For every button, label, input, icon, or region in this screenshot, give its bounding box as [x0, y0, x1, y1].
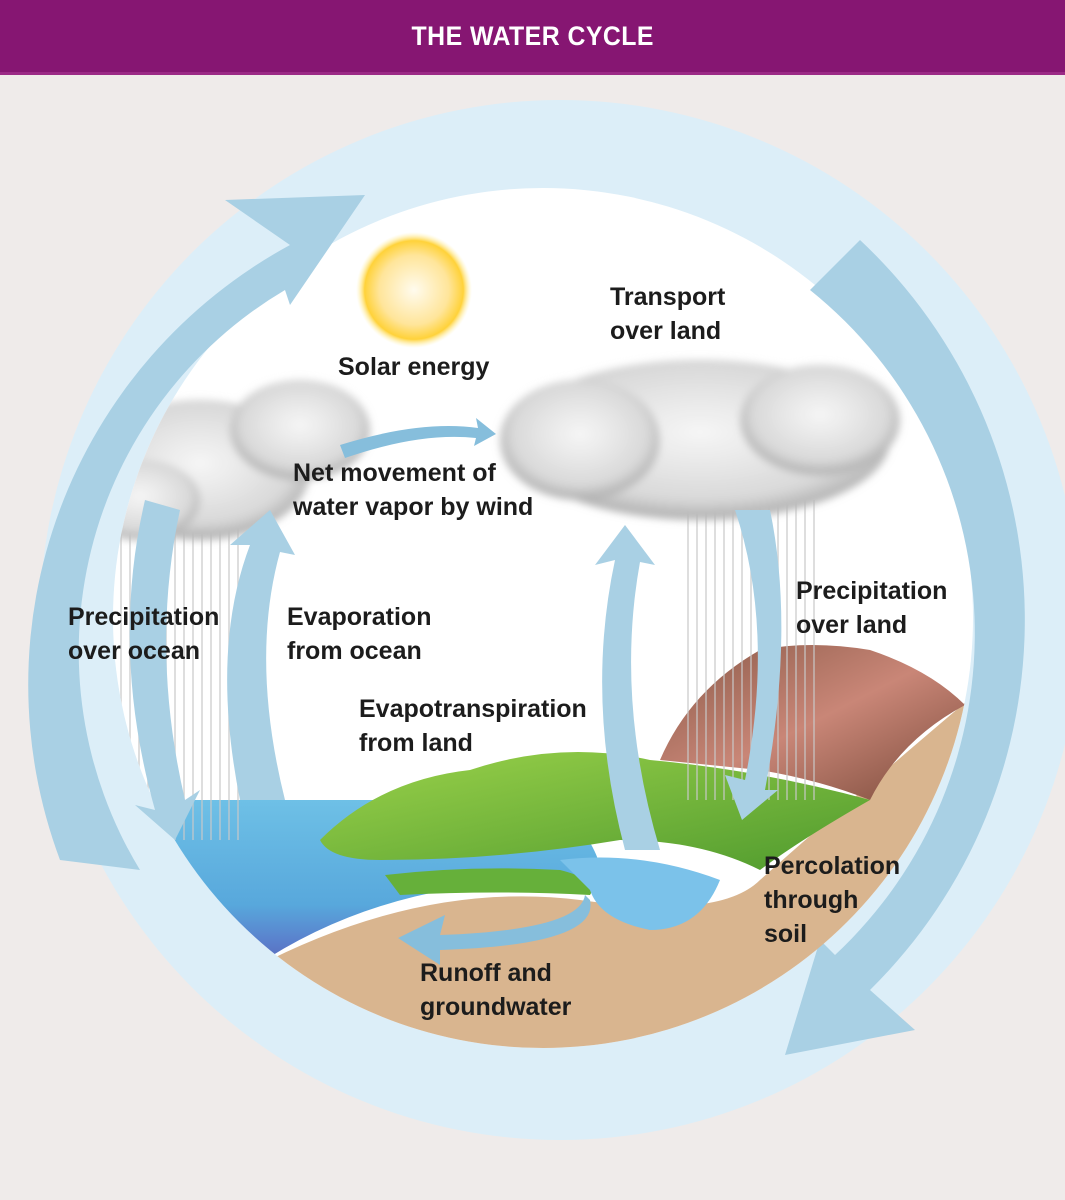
label-precip-ocean: Precipitation over ocean — [68, 603, 220, 665]
label-percolation: Percolation through soil — [764, 852, 901, 948]
label-evapotranspiration: Evapotranspiration from land — [359, 695, 587, 757]
wind-arrow-icon — [340, 418, 496, 458]
title-bar: THE WATER CYCLE — [0, 0, 1065, 75]
sun-icon — [356, 232, 472, 348]
label-transport-over-land: Transport over land — [610, 283, 726, 345]
diagram-title: THE WATER CYCLE — [411, 20, 654, 51]
label-evap-ocean: Evaporation from ocean — [287, 603, 432, 665]
cloud-right — [500, 360, 900, 520]
label-runoff: Runoff and groundwater — [420, 959, 572, 1021]
cycle-arrow-down-icon — [785, 240, 1025, 1055]
runoff-arrow-icon — [398, 895, 591, 965]
label-precip-land: Precipitation over land — [796, 577, 948, 639]
cycle-arrow-up-icon — [28, 195, 366, 870]
lake — [560, 857, 720, 930]
label-net-movement: Net movement of water vapor by wind — [293, 459, 534, 521]
evapotranspiration-arrow-icon — [595, 525, 660, 850]
precip-land-arrow-icon — [725, 510, 782, 820]
precip-ocean-arrow-icon — [129, 500, 200, 840]
label-solar-energy: Solar energy — [338, 353, 490, 381]
evap-ocean-arrow-icon — [227, 510, 295, 800]
